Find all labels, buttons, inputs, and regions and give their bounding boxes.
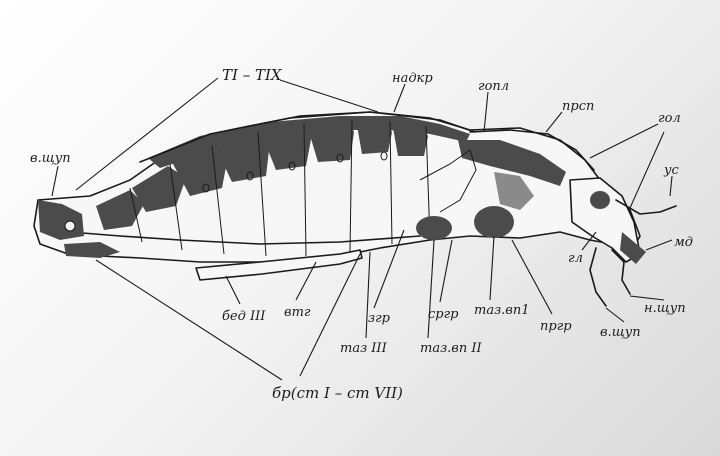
leader-taz-vp1	[490, 236, 494, 300]
label-taz-iii: таз III	[340, 341, 388, 356]
label-taz-vp-ii: таз.вп II	[420, 341, 483, 356]
leader-tergites-right	[280, 80, 378, 112]
leader-gol-1	[590, 124, 658, 158]
label-prsp: прсп	[562, 99, 594, 114]
label-tergites: TI – TIX	[222, 66, 283, 84]
label-n-shchup: н.щуп	[644, 301, 686, 316]
label-us: ус	[663, 163, 680, 178]
label-md: мд	[674, 235, 693, 250]
leader-v-shchup-right	[606, 308, 624, 322]
leader-taz-vp-ii	[428, 240, 434, 338]
leader-gol-2	[630, 132, 664, 208]
label-taz-vp1: таз.вп1	[474, 303, 530, 318]
leader-n-shchup	[630, 296, 664, 300]
eye	[590, 191, 610, 209]
label-prgr: пргр	[540, 319, 572, 334]
label-gopl: гопл	[478, 79, 509, 94]
label-bed: бед III	[222, 309, 266, 324]
leader-gopl	[484, 92, 488, 132]
label-v-shchup-right: в.щуп	[600, 325, 641, 340]
abdomen-tip-spot	[65, 221, 75, 231]
label-zgr: згр	[368, 311, 391, 326]
label-nadkr: надкр	[392, 71, 433, 86]
label-srgr: сргр	[428, 307, 459, 322]
label-br: бр(ст I – ст VII)	[272, 384, 403, 402]
leader-srgr	[440, 240, 452, 302]
leader-md	[646, 240, 672, 250]
label-gol: гол	[658, 111, 681, 126]
label-vtg: втг	[284, 305, 311, 320]
body-drawing	[34, 112, 676, 306]
leader-us	[670, 176, 672, 196]
leader-nadkr	[394, 84, 405, 112]
palp-lower	[590, 248, 606, 306]
leader-prsp	[546, 112, 562, 132]
tergite-7	[356, 120, 392, 154]
label-v-shchup-left: в.щуп	[30, 151, 71, 166]
leader-v-shchup-left	[52, 166, 58, 196]
label-gl: гл	[568, 251, 583, 266]
coxa-front	[474, 206, 514, 238]
leader-bed	[226, 276, 240, 304]
coxa-mid	[416, 216, 452, 240]
